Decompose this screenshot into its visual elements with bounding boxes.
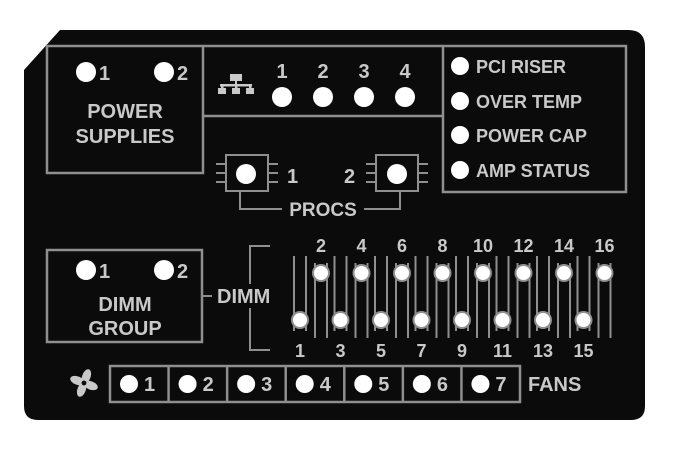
network-group: 1 2 3 4 bbox=[203, 61, 443, 118]
dimm-slot-top-label: 6 bbox=[397, 236, 407, 256]
power-supply-2-led bbox=[154, 62, 174, 82]
dimm-slot-top-label: 12 bbox=[513, 236, 533, 256]
dimm-slot-led bbox=[393, 264, 411, 282]
nic-1-label: 1 bbox=[276, 61, 287, 83]
dimm-slot-top-label: 10 bbox=[473, 236, 493, 256]
dimm-group-2-label: 2 bbox=[177, 261, 188, 283]
amp-status-led bbox=[451, 161, 469, 179]
dimm-slot-bottom-label: 9 bbox=[457, 341, 467, 361]
dimm-slot-led bbox=[331, 311, 350, 329]
power-supplies-title-line1: POWER bbox=[87, 101, 163, 123]
dimm-slot-led bbox=[372, 311, 390, 329]
cpu-2-label: 2 bbox=[344, 166, 355, 188]
fan-label: 1 bbox=[144, 374, 155, 396]
dimm-group-2-led bbox=[154, 260, 174, 280]
power-cap-label: POWER CAP bbox=[476, 126, 587, 146]
power-cap-led bbox=[451, 126, 469, 144]
fan-led bbox=[412, 375, 431, 393]
procs-group: 1 2 PROCS bbox=[216, 154, 428, 221]
dimm-slot-bottom-label: 15 bbox=[573, 341, 593, 361]
fans-group: 1 2 3 4 5 6 7 FANS bbox=[70, 364, 581, 404]
nic-2-led bbox=[313, 87, 333, 107]
power-supply-1-led bbox=[76, 62, 96, 82]
dimm-group: 1 2 DIMM GROUP bbox=[45, 248, 212, 344]
dimm-slot-led bbox=[574, 311, 593, 329]
power-supplies-title-line2: SUPPLIES bbox=[76, 126, 175, 148]
dimm-label: DIMM bbox=[217, 286, 270, 308]
nic-3-label: 3 bbox=[358, 61, 369, 83]
fan-label: 5 bbox=[378, 374, 389, 396]
fan-led bbox=[471, 375, 490, 393]
dimm-slot-led bbox=[595, 264, 614, 282]
fans-label: FANS bbox=[528, 374, 581, 396]
fan-label: 4 bbox=[320, 374, 332, 396]
pci-riser-label: PCI RISER bbox=[476, 57, 566, 77]
fan-led bbox=[178, 375, 197, 393]
over-temp-label: OVER TEMP bbox=[476, 92, 582, 112]
dimm-group-1-label: 1 bbox=[99, 261, 110, 283]
dimm-slot-bottom-label: 7 bbox=[416, 341, 426, 361]
nic-4-led bbox=[395, 87, 415, 107]
fan-cells: 1 2 3 4 5 6 7 bbox=[120, 366, 507, 402]
dimm-group-title-line1: DIMM bbox=[98, 294, 151, 316]
status-group: PCI RISER OVER TEMP POWER CAP AMP STATUS bbox=[441, 44, 628, 194]
dimm-slot-top-label: 14 bbox=[554, 236, 574, 256]
power-supply-1-label: 1 bbox=[99, 63, 110, 85]
fan-led bbox=[237, 375, 256, 393]
dimm-slot-bottom-label: 1 bbox=[295, 341, 305, 361]
pci-riser-led bbox=[451, 57, 469, 75]
dimm-slot-top-label: 16 bbox=[594, 236, 614, 256]
dimm-slot-top-label: 8 bbox=[437, 236, 447, 256]
fan-label: 3 bbox=[261, 374, 272, 396]
cpu-1-label: 1 bbox=[287, 166, 298, 188]
dimm-slot-led bbox=[291, 311, 309, 329]
fan-label: 6 bbox=[437, 374, 448, 396]
cpu-2-led bbox=[387, 164, 407, 184]
dimm-slot-bottom-label: 11 bbox=[493, 341, 512, 361]
dimm-slot-led bbox=[534, 311, 552, 329]
dimm-slot-bottom-label: 13 bbox=[533, 341, 553, 361]
dimm-slot-top-label: 2 bbox=[316, 236, 326, 256]
procs-label: PROCS bbox=[289, 200, 357, 221]
dimm-slot-led bbox=[514, 264, 533, 282]
dimm-group-1-led bbox=[76, 260, 96, 280]
fan-led bbox=[354, 375, 373, 393]
fan-icon bbox=[70, 369, 98, 397]
dimm-slot-led bbox=[412, 311, 431, 329]
dimm-slot-led bbox=[474, 264, 492, 282]
dimm-slot-led bbox=[312, 264, 330, 282]
nic-1-led bbox=[272, 87, 292, 107]
cpu-1-led bbox=[236, 164, 256, 184]
dimm-slot-top-label: 4 bbox=[356, 236, 366, 256]
dimm-slot-led bbox=[352, 264, 371, 282]
dimm-group-title-line2: GROUP bbox=[88, 318, 161, 340]
nic-4-label: 4 bbox=[399, 61, 411, 83]
dimm-slot-bottom-label: 5 bbox=[376, 341, 386, 361]
nic-3-led bbox=[354, 87, 374, 107]
dimm-slot-led bbox=[555, 264, 573, 282]
dimm-slot-led bbox=[453, 311, 471, 329]
network-icon bbox=[218, 74, 254, 94]
dimm-slot-led bbox=[493, 311, 512, 329]
dimm-slot-bottom-label: 3 bbox=[335, 341, 345, 361]
fan-label: 2 bbox=[203, 374, 214, 396]
fan-label: 7 bbox=[495, 374, 506, 396]
amp-status-label: AMP STATUS bbox=[476, 161, 590, 181]
fan-led bbox=[295, 375, 314, 393]
nic-2-label: 2 bbox=[317, 61, 328, 83]
over-temp-led bbox=[451, 92, 469, 110]
dimm-slot-led bbox=[433, 264, 452, 282]
power-supply-2-label: 2 bbox=[177, 63, 188, 85]
panel-background bbox=[24, 30, 645, 420]
fan-led bbox=[120, 375, 138, 393]
power-supplies-group: 1 2 POWER SUPPLIES bbox=[45, 44, 443, 175]
